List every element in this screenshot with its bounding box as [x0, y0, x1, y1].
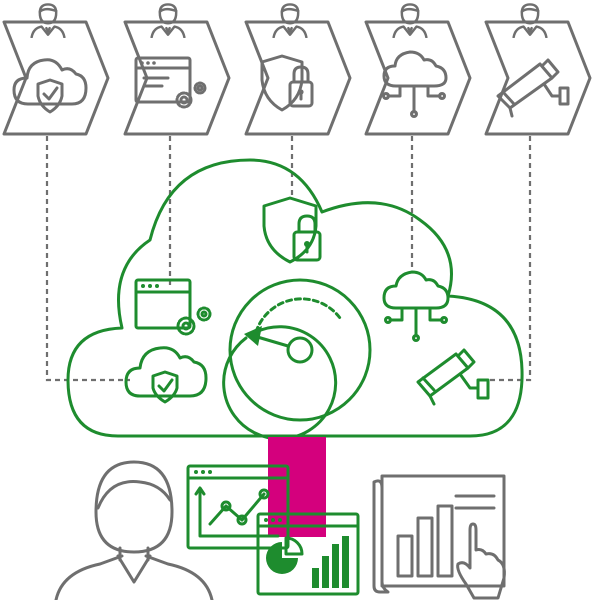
line-chart-window-icon: [186, 464, 290, 550]
security-camera-icon: [496, 58, 570, 118]
person-bust-icon: [54, 460, 214, 600]
browser-window-gears-icon: [134, 278, 212, 336]
service-card-web-app: [123, 3, 231, 136]
blueprint-chart-touch-icon: [372, 474, 506, 600]
cloud-network-icon: [382, 270, 450, 342]
cloud-platform: [66, 158, 524, 441]
security-camera-icon: [416, 348, 490, 406]
service-card-data-protection: [244, 3, 352, 136]
pie-bar-chart-window-icon: [256, 512, 360, 596]
cloud-shield-check-icon: [124, 346, 208, 404]
service-card-surveillance: [484, 3, 592, 136]
speedometer-gauge-icon: [222, 278, 372, 441]
magenta-connector: [268, 437, 326, 537]
cloud-network-icon: [382, 50, 448, 118]
service-card-cloud-security: [2, 3, 110, 136]
shield-lock-icon: [262, 196, 322, 264]
browser-window-gears-icon: [134, 56, 207, 109]
cloud-shield-check-icon: [12, 58, 88, 114]
dashed-connectors: [45, 136, 532, 382]
service-card-cloud-network: [364, 3, 472, 136]
shield-lock-icon: [260, 54, 314, 112]
